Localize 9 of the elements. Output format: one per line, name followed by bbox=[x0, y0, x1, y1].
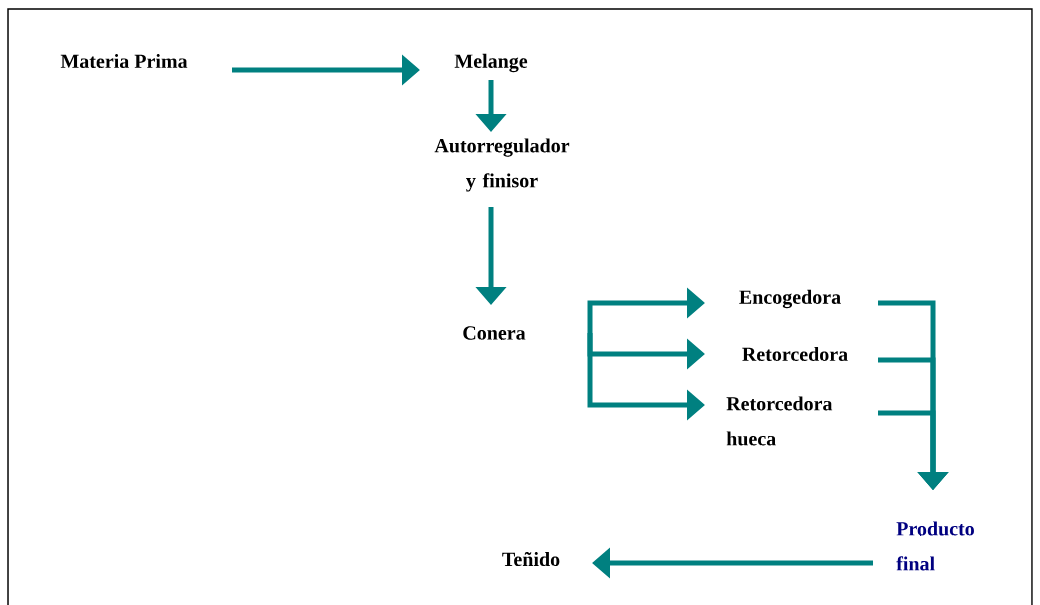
process-label: Retorcedora bbox=[742, 346, 848, 362]
process-label: Autorregulador y finisor bbox=[434, 138, 570, 192]
process-label: Materia Prima bbox=[60, 53, 188, 69]
process-label: Encogedora bbox=[739, 289, 841, 309]
process-label: Conera bbox=[463, 326, 526, 340]
process-label: Melange bbox=[454, 53, 528, 73]
process-label: Teñido bbox=[502, 551, 560, 567]
process-label: Producto final bbox=[896, 521, 974, 571]
process-label: Retorcedora hueca bbox=[726, 396, 833, 446]
